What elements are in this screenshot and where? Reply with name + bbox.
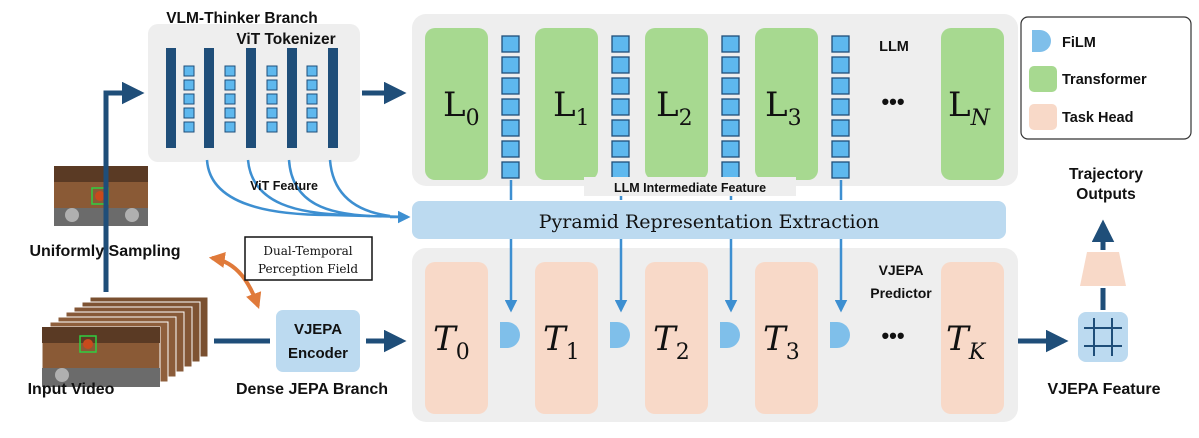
trajectory-outputs-label-2: Outputs: [1076, 186, 1135, 203]
input-video-label: Input Video: [28, 381, 115, 398]
svg-text:T1: T1: [543, 319, 580, 365]
legend-transformer-swatch: [1029, 66, 1057, 92]
llm-layer-3: L3: [755, 28, 818, 180]
vit-tokenizer: [166, 48, 338, 148]
svg-text:TK: TK: [946, 319, 987, 365]
predictor-ellipsis: •••: [881, 323, 904, 348]
vjepa-encoder-label-2: Encoder: [288, 345, 348, 362]
vjepa-feature-label: VJEPA Feature: [1048, 381, 1161, 398]
llm-layer-2: L2: [645, 28, 708, 180]
dual-temporal-label-1: Dual-Temporal: [263, 244, 352, 258]
svg-text:L1: L1: [553, 85, 590, 131]
svg-text:L3: L3: [765, 85, 802, 131]
llm-intermediate-feature-label: LLM Intermediate Feature: [614, 181, 766, 195]
llm-layer-1: L1: [535, 28, 598, 180]
dual-temporal-label-2: Perception Field: [258, 262, 358, 276]
vjepa-feature-grid: [1078, 312, 1128, 362]
uniform-sampling-label: Uniformly Sampling: [29, 243, 180, 260]
llm-layer-0: L0: [425, 28, 488, 180]
task-head-k: TK: [941, 262, 1004, 414]
dual-temporal-arrow: [208, 252, 262, 310]
task-head-3: T3: [755, 262, 818, 414]
vlm-branch-title: VLM-Thinker Branch: [166, 10, 318, 27]
vit-feature-curves: [205, 159, 409, 219]
svg-text:L0: L0: [443, 85, 480, 131]
task-head-1: T1: [535, 262, 598, 414]
svg-text:T0: T0: [433, 319, 470, 365]
sampled-frame-image: [54, 166, 148, 226]
dual-temporal-box: [244, 236, 373, 281]
legend: FiLM Transformer Task Head: [1020, 16, 1192, 140]
vjepa-predictor-title-2: Predictor: [870, 285, 932, 301]
task-head-2: T2: [645, 262, 708, 414]
input-to-vlm-arrow: [103, 81, 145, 292]
svg-text:T3: T3: [763, 319, 800, 365]
vit-feature-label: ViT Feature: [250, 179, 318, 193]
film-modules: [500, 322, 850, 348]
svg-text:LN: LN: [948, 85, 991, 131]
llm-feature-label-bg: [584, 177, 796, 196]
trajectory-outputs-label-1: Trajectory: [1069, 166, 1143, 183]
legend-film-label: FiLM: [1062, 35, 1096, 51]
llm-layer-n: LN: [941, 28, 1004, 180]
dense-jepa-branch-label: Dense JEPA Branch: [236, 381, 388, 398]
vjepa-encoder-label-1: VJEPA: [294, 321, 342, 338]
svg-text:T2: T2: [653, 319, 690, 365]
llm-title: LLM: [879, 39, 909, 55]
legend-film-swatch: [1032, 30, 1051, 52]
llm-to-film-arrows: [504, 180, 848, 313]
legend-task-head-label: Task Head: [1062, 110, 1133, 126]
video-frame-stack: [41, 296, 209, 388]
llm-token-columns: [501, 35, 850, 179]
legend-task-head-swatch: [1029, 104, 1057, 130]
trajectory-head-shape: [1080, 252, 1126, 286]
pyramid-extraction-bar: [412, 201, 1006, 239]
llm-ellipsis: •••: [881, 89, 904, 114]
svg-text:L2: L2: [656, 85, 693, 131]
vit-tokenizer-label: ViT Tokenizer: [236, 31, 335, 48]
vjepa-predictor-title-1: VJEPA: [879, 262, 924, 278]
legend-transformer-label: Transformer: [1062, 72, 1147, 88]
vjepa-encoder-box: [276, 310, 360, 372]
task-head-0: T0: [425, 262, 488, 414]
pyramid-extraction-label: Pyramid Representation Extraction: [539, 211, 880, 233]
